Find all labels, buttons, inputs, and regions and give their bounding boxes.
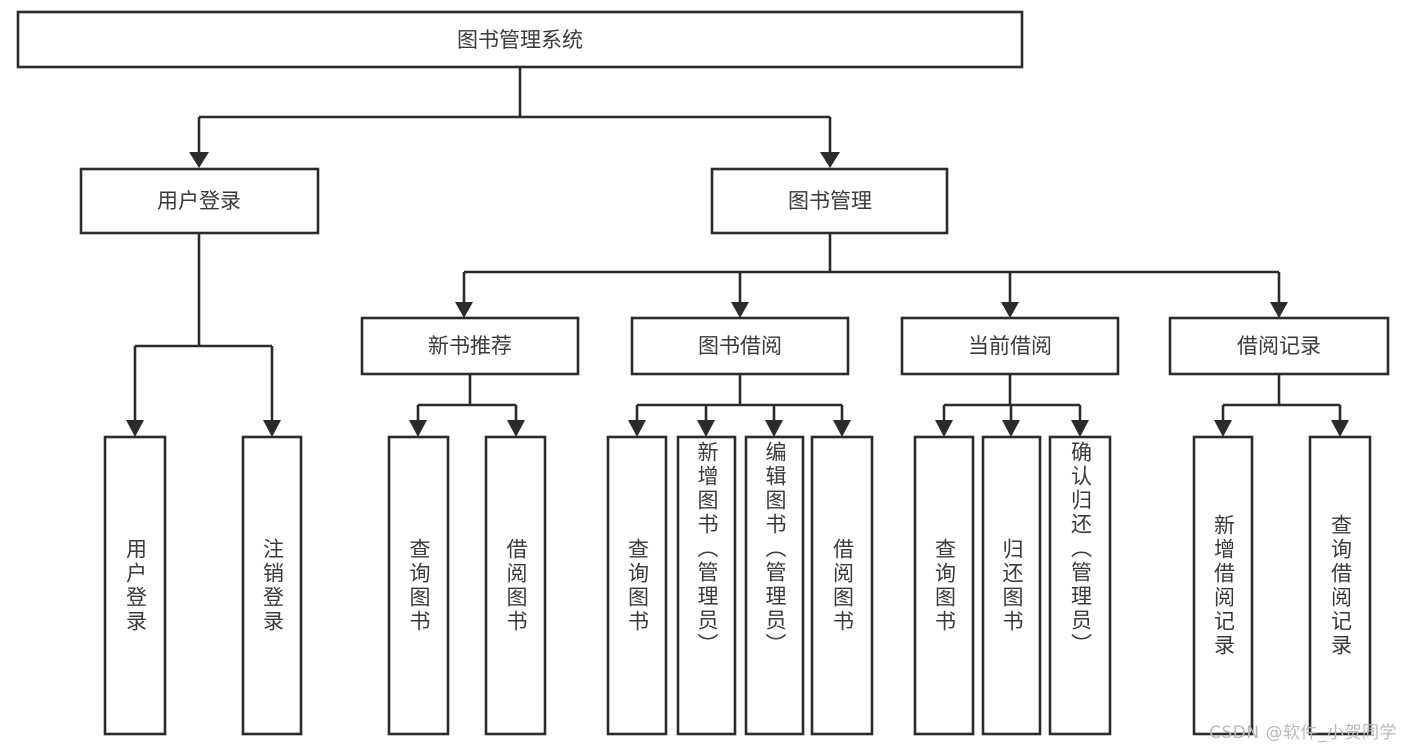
leaf-box-query-book-2[interactable] — [606, 435, 668, 736]
arrowhead-leaf-query-book-2 — [628, 420, 646, 437]
leaf-box-confirm-return[interactable] — [1048, 435, 1112, 736]
leaf-boxes — [103, 435, 1372, 736]
arrowhead-leaf-user-login — [126, 420, 144, 437]
leaf-box-user-logout[interactable] — [241, 435, 303, 736]
node-user-login[interactable]: 用户登录 — [79, 167, 320, 235]
arrowhead-book-manage — [820, 152, 840, 168]
arrowhead-leaf-confirm-return — [1071, 420, 1089, 437]
arrowhead-book-borrow — [731, 302, 749, 318]
arrowhead-user-login — [189, 152, 209, 168]
node-borrow-record-box[interactable] — [1168, 316, 1390, 376]
node-current-borrow-box[interactable] — [900, 316, 1120, 376]
arrowhead-leaf-query-book-1 — [409, 420, 427, 437]
node-book-borrow-box[interactable] — [630, 316, 850, 376]
leaf-box-add-record[interactable] — [1192, 435, 1254, 736]
arrowhead-current-borrow — [1001, 302, 1019, 318]
arrowhead-leaf-borrow-book-1 — [507, 420, 525, 437]
arrowhead-leaf-user-logout — [263, 420, 281, 437]
node-new-book-rec[interactable]: 新书推荐 — [360, 316, 580, 376]
arrowhead-leaf-query-record — [1331, 420, 1349, 437]
connector-borrow-record-to-leaves — [1214, 374, 1349, 437]
connector-user-login-to-leaves — [126, 233, 281, 437]
leaf-box-borrow-book-2[interactable] — [810, 435, 874, 736]
node-current-borrow[interactable]: 当前借阅 — [900, 316, 1120, 376]
node-book-manage-box[interactable] — [710, 167, 949, 235]
node-new-book-rec-label: 新书推荐 — [428, 334, 512, 358]
leaf-box-query-book-1[interactable] — [387, 435, 450, 736]
node-book-manage-label: 图书管理 — [788, 189, 872, 213]
arrowhead-leaf-add-book — [697, 420, 715, 437]
connector-new-book-rec-to-leaves — [409, 374, 525, 437]
connector-current-borrow-to-leaves — [935, 374, 1089, 437]
node-root-label: 图书管理系统 — [457, 28, 583, 52]
node-root-box[interactable] — [16, 10, 1024, 69]
leaf-box-query-book-3[interactable] — [913, 435, 975, 736]
node-root[interactable]: 图书管理系统 — [16, 10, 1024, 69]
connector-root-to-level2 — [189, 67, 840, 168]
node-user-login-box[interactable] — [79, 167, 320, 235]
leaf-box-query-record[interactable] — [1308, 435, 1372, 736]
node-book-manage[interactable]: 图书管理 — [710, 167, 949, 235]
arrowhead-leaf-add-record — [1214, 420, 1232, 437]
watermark: CSDN @软件_小贺同学 — [1209, 723, 1397, 743]
node-borrow-record[interactable]: 借阅记录 — [1168, 316, 1390, 376]
node-book-borrow[interactable]: 图书借阅 — [630, 316, 850, 376]
leaf-box-user-login[interactable] — [103, 435, 167, 736]
arrowhead-new-book-rec — [455, 302, 473, 318]
connector-book-borrow-to-leaves — [628, 374, 851, 437]
arrowhead-leaf-edit-book — [765, 420, 783, 437]
node-book-borrow-label: 图书借阅 — [698, 334, 782, 358]
arrowhead-leaf-borrow-book-2 — [833, 420, 851, 437]
arrowhead-leaf-return-book — [1002, 420, 1020, 437]
node-new-book-rec-box[interactable] — [360, 316, 580, 376]
leaf-box-add-book[interactable] — [676, 435, 737, 736]
node-current-borrow-label: 当前借阅 — [968, 334, 1052, 358]
arrowhead-leaf-query-book-3 — [935, 420, 953, 437]
node-user-login-label: 用户登录 — [157, 189, 241, 213]
leaf-box-borrow-book-1[interactable] — [484, 435, 547, 736]
leaf-box-return-book[interactable] — [981, 435, 1042, 736]
connector-book-manage-to-level3 — [455, 233, 1288, 318]
arrowhead-borrow-record — [1270, 302, 1288, 318]
leaf-box-edit-book[interactable] — [744, 435, 805, 736]
node-borrow-record-label: 借阅记录 — [1237, 334, 1321, 358]
